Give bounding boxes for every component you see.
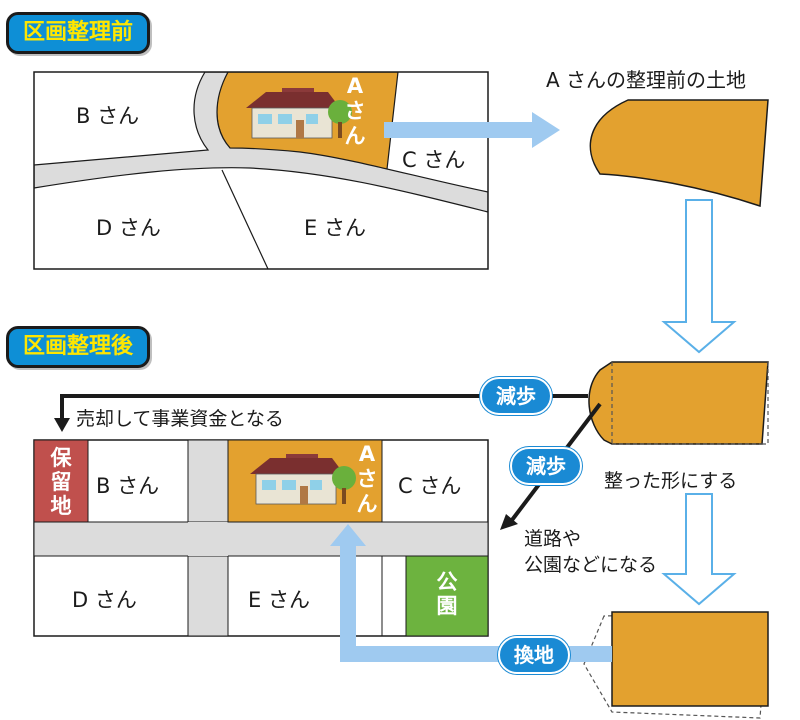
- down-arrow-2: [661, 493, 737, 606]
- reserve-land-char3: 地: [50, 494, 72, 518]
- house-icon: [250, 454, 356, 505]
- reduction-arrow-to-reserve: [60, 394, 588, 420]
- owner-d-before: D さん: [96, 216, 161, 240]
- owner-e-after: E さん: [248, 588, 310, 612]
- park-char1: 公: [436, 570, 458, 594]
- reserve-land-char1: 保: [50, 446, 72, 470]
- owner-c-before: C さん: [402, 148, 466, 172]
- reserve-land-char2: 留: [50, 470, 72, 494]
- land-a-final-shape: [611, 611, 769, 707]
- owner-a-after: A さ ん: [354, 442, 380, 517]
- owner-b-before: B さん: [76, 104, 140, 128]
- reduction-pill-2: 減歩: [510, 447, 582, 485]
- park-label: 公 園: [434, 570, 460, 618]
- land-a-before-shape: [589, 99, 769, 208]
- reduction-desc-2-line2: 公園などになる: [524, 554, 658, 576]
- land-a-reduced-shape: [588, 361, 769, 445]
- reserve-land: [33, 439, 89, 523]
- owner-a-before-char1: A: [346, 74, 364, 98]
- reduction-desc-2-right: 整った形にする: [604, 470, 738, 492]
- before-badge: 区画整理前: [6, 12, 151, 54]
- owner-e-before: E さん: [304, 216, 366, 240]
- owner-a-after-char3: ん: [356, 492, 378, 516]
- owner-b-after: B さん: [96, 474, 160, 498]
- owner-a-before: A さ ん: [342, 74, 368, 149]
- reduction-desc-1: 売却して事業資金となる: [76, 408, 284, 430]
- reserve-land-label: 保 留 地: [48, 446, 74, 518]
- transfer-arrow-right: [384, 112, 560, 148]
- reduction-desc-2-line1: 道路や: [524, 528, 582, 550]
- owner-a-after-char2: さ: [356, 467, 378, 491]
- owner-a-after-char1: A: [358, 442, 376, 466]
- down-arrow-1: [661, 199, 737, 354]
- house-icon: [246, 88, 352, 139]
- replotting-pill: 換地: [498, 636, 570, 674]
- replotting-arrow: [330, 524, 612, 662]
- owner-c-after: C さん: [398, 474, 462, 498]
- reduction-pill-1: 減歩: [480, 377, 552, 415]
- owner-d-after: D さん: [72, 588, 137, 612]
- park-char2: 園: [436, 594, 458, 618]
- road-horizontal: [33, 521, 489, 557]
- after-badge: 区画整理後: [6, 326, 151, 368]
- owner-a-before-char2: さ: [344, 99, 366, 123]
- owner-a-before-char3: ん: [344, 124, 366, 148]
- park: [405, 555, 489, 637]
- land-before-label: A さんの整理前の土地: [546, 68, 747, 92]
